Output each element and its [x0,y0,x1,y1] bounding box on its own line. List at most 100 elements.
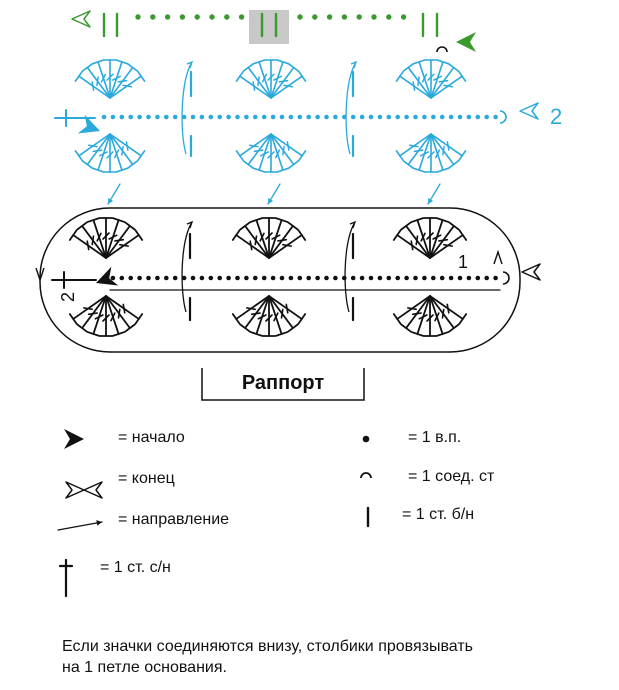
legend-slip-stitch-text: = 1 соед. ст [408,468,495,485]
stitch-stem [430,133,463,157]
stitch-top-bar [252,59,266,65]
stitch-stem [72,234,107,259]
stitch-top-bar [448,63,460,72]
chain-dot [279,114,285,120]
black-row [35,207,541,353]
stitch-cross-tick [245,307,256,311]
slip-stitch-icon [360,472,372,479]
stitch-top-bar [111,331,126,337]
stitch-cross-tick [420,232,426,242]
stitch-top-bar [76,221,88,231]
stitch-top-bar [448,160,460,169]
chain-dot [164,114,169,120]
stitch-stem [97,133,111,171]
stitch-cross-tick [426,232,434,240]
stitch-stem [109,66,134,99]
stitch-cross-tick [92,149,103,153]
chain-dot [146,275,151,281]
chain-dot [179,14,186,20]
stitch-stem [247,66,272,99]
stitch-cross-tick [250,312,261,316]
chain-dot [368,275,374,281]
chain-dot [324,275,329,281]
stitch-stem [268,234,303,259]
stitch-top-bar [127,63,139,72]
chain-dot [306,114,312,120]
stitch-stem [418,61,432,99]
stitch-cross-tick [443,243,454,247]
chain-dot [484,275,490,281]
stitch-cross-tick [406,307,417,311]
stitch-top-bar [127,160,139,169]
footnote-line-2: на 1 петле основания. [62,659,227,676]
stitch-top-bar [410,331,425,337]
stitch-cross-tick [113,149,120,159]
chain-dot [270,275,276,281]
stitch-top-bar [276,167,290,173]
stitch-stem [268,225,294,259]
chain-dot [155,275,160,281]
stitch-stem [109,133,123,171]
stitch-stem [105,234,140,259]
stitch-stem [235,234,270,259]
stitch-top-bar [448,323,460,333]
stitch-stem [81,295,107,329]
chain-dot [431,275,436,281]
chain-dot [119,114,125,120]
stitch-cross-tick [87,312,98,316]
chain-dot [350,275,356,281]
stitch-stem [268,295,303,320]
chain-dot [439,114,445,120]
link-shaft [57,521,103,531]
chain-dot [457,114,463,120]
stitch-stem [255,295,270,335]
outline-direction-arrowhead [493,249,503,265]
stitch-cross-tick [110,312,116,322]
chain-dot [217,114,222,120]
chain-dot [190,114,196,120]
legend-end-text: = конец [118,470,175,487]
stitch-cross-tick [442,145,445,156]
chain-dot [155,114,160,120]
blue-row-number: 2 [550,104,562,129]
stitch-cross-tick [108,234,118,240]
stitch-top-bar [91,59,105,65]
stitch-top-bar [288,63,300,72]
filled-arrow-icon [64,429,84,449]
direction-arrowhead [186,60,194,69]
stitch-cross-tick [106,73,114,81]
stitch-cross-tick [286,141,290,151]
stitch-top-bar [274,217,289,223]
chain-dot-icon [362,435,370,443]
link-arrow [107,183,121,205]
stitch-top-bar [68,313,78,325]
chain-dot [110,275,116,281]
link-head [428,198,434,204]
stitch-top-bar [435,331,450,337]
stitch-stem [430,133,444,171]
stitch-cross-tick [427,151,435,159]
stitch-cross-tick [122,303,126,314]
stitch-cross-tick [277,238,288,242]
chain-dot [244,275,249,281]
highlight-box [249,10,289,44]
double-crochet-fan [392,217,468,259]
chain-dot [235,114,240,120]
stitch-top-bar [274,331,289,337]
stitch-cross-tick [125,141,129,151]
stitch-stem [429,295,455,329]
legend-single-crochet-text: = 1 ст. б/н [402,506,475,523]
stitch-cross-tick [412,81,416,91]
stitch-cross-tick [283,84,294,88]
stitch-cross-tick [415,235,419,246]
outline-arrow-icon [83,481,103,499]
double-crochet-fan [74,133,146,173]
stitch-stem [244,225,270,259]
stitch-top-bar [392,313,402,325]
stitch-stem [429,234,464,259]
stitch-top-bar [287,221,299,231]
stitch-top-bar [242,160,254,169]
stitch-cross-tick [282,243,293,247]
stitch-top-bar [249,217,264,223]
chain-dot [297,14,303,20]
